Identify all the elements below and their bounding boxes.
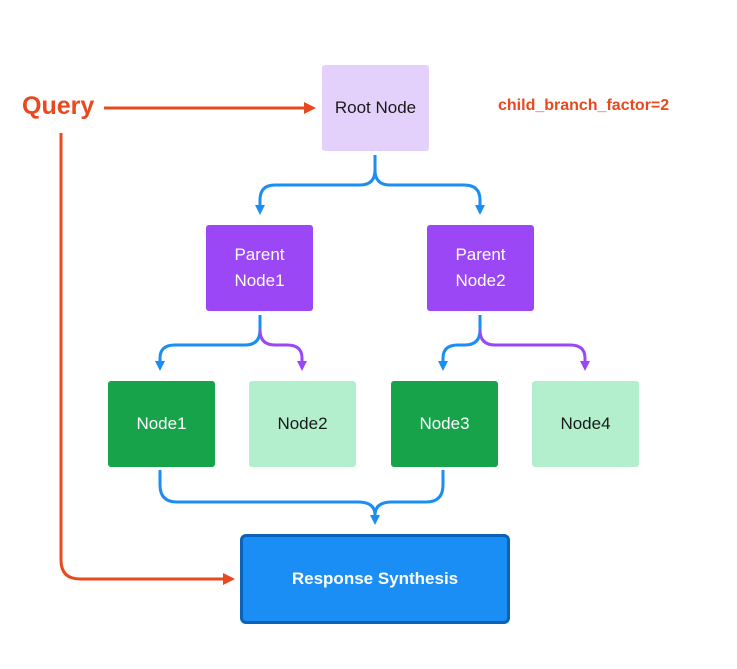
branch-factor-label: child_branch_factor=2 (498, 97, 670, 114)
node1-to-synthesis-edge (158, 470, 380, 525)
query-label: Query (22, 92, 95, 120)
parent1-to-node2-edge (258, 329, 307, 371)
root-node-label: Root Node (334, 98, 417, 117)
parent-node-2-label-line2: Node2 (455, 271, 506, 290)
leaf-node-1-label: Node1 (136, 414, 187, 433)
leaf-node-1: Node1 (108, 381, 215, 467)
leaf-node-4-label: Node4 (560, 414, 611, 433)
node3-to-synthesis-edge (373, 470, 445, 516)
leaf-node-2-label: Node2 (277, 414, 328, 433)
leaf-node-2: Node2 (249, 381, 356, 467)
response-synthesis-node: Response Synthesis (240, 534, 510, 624)
root-node: Root Node (322, 65, 429, 151)
parent-node-2: Parent Node2 (427, 225, 534, 311)
parent-node-1-label-line1: Parent (234, 245, 285, 264)
parent2-to-node3-edge (438, 315, 482, 371)
leaf-node-3-label: Node3 (419, 414, 470, 433)
response-synthesis-label: Response Synthesis (291, 569, 459, 588)
parent1-to-node1-edge (155, 315, 262, 371)
root-to-parent1-edge (255, 155, 377, 215)
leaf-node-3: Node3 (391, 381, 498, 467)
leaf-node-4: Node4 (532, 381, 639, 467)
parent2-to-node4-edge (478, 329, 590, 371)
parent-node-1-label-line2: Node1 (234, 271, 285, 290)
query-to-synthesis-arrow (59, 133, 235, 585)
root-to-parent2-edge (373, 169, 485, 215)
parent-node-1: Parent Node1 (206, 225, 313, 311)
parent-node-2-label-line1: Parent (455, 245, 506, 264)
